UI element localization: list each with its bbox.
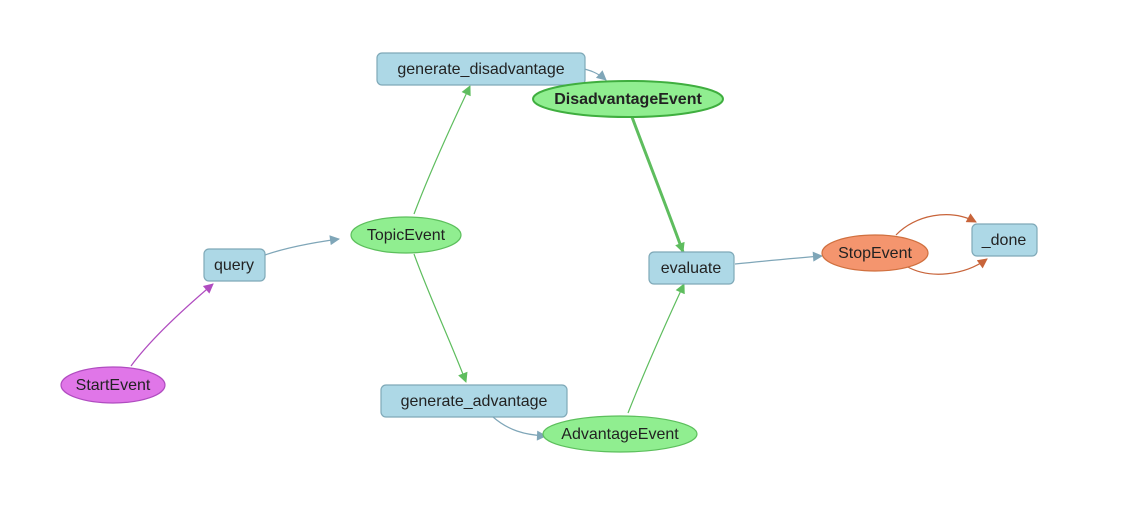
nodes: StartEvent query TopicEvent generate_dis… (60, 52, 1038, 453)
node-done[interactable]: _done (971, 223, 1038, 257)
node-generate-disadvantage-label: generate_disadvantage (397, 61, 564, 78)
node-advantage-event-label: AdvantageEvent (561, 426, 679, 443)
edge-advantage-event-to-evaluate (627, 283, 685, 414)
edge-evaluate-to-stop-event (734, 251, 823, 265)
edge-generate-advantage-to-advantage-event (492, 416, 547, 441)
node-stop-event[interactable]: StopEvent (821, 234, 929, 272)
node-stop-event-label: StopEvent (838, 245, 912, 262)
node-query[interactable]: query (203, 248, 266, 282)
node-topic-event-label: TopicEvent (367, 227, 446, 244)
edge-done-to-stop-event (905, 258, 988, 275)
node-advantage-event[interactable]: AdvantageEvent (542, 415, 698, 453)
node-topic-event[interactable]: TopicEvent (350, 216, 462, 254)
node-evaluate-label: evaluate (661, 260, 722, 277)
edges (130, 67, 988, 441)
edge-stop-event-to-done (895, 213, 977, 236)
node-generate-advantage-label: generate_advantage (401, 393, 548, 410)
node-disadvantage-event-label: DisadvantageEvent (554, 91, 702, 108)
edge-topic-to-generate-disadvantage (413, 85, 471, 215)
node-query-label: query (214, 257, 254, 274)
edge-disadvantage-event-to-evaluate (630, 116, 685, 253)
node-evaluate[interactable]: evaluate (648, 251, 735, 285)
node-done-label: _done (981, 232, 1027, 249)
node-start-event[interactable]: StartEvent (60, 366, 166, 404)
node-generate-advantage[interactable]: generate_advantage (380, 384, 568, 418)
edge-start-to-query (130, 283, 214, 367)
node-start-event-label: StartEvent (76, 377, 151, 394)
edge-query-to-topic (264, 235, 340, 256)
node-disadvantage-event[interactable]: DisadvantageEvent (532, 80, 724, 118)
node-generate-disadvantage[interactable]: generate_disadvantage (376, 52, 586, 86)
edge-topic-to-generate-advantage (413, 253, 468, 383)
